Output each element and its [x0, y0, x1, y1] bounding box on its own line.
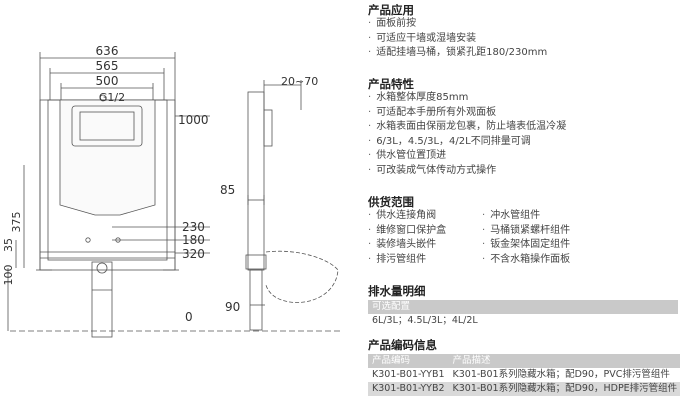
- features-title: 产品特性: [368, 77, 414, 91]
- dim-g12: G1/2: [99, 91, 125, 104]
- flush-title: 排水量明细: [368, 284, 426, 298]
- list-item: 可改装成气体传动方式操作: [368, 164, 566, 179]
- codes-table: 产品编码 产品描述 K301-B01-YYB1 K301-B01系列隐藏水箱；配…: [368, 354, 680, 396]
- list-item: 排污管组件: [368, 253, 446, 268]
- dim-500: 500: [96, 74, 119, 88]
- list-item: 面板前按: [368, 17, 547, 32]
- list-item: 不含水箱操作面板: [482, 253, 570, 268]
- dim-35: 35: [2, 238, 15, 252]
- table-row: K301-B01-YYB2 K301-B01系列隐藏水箱；配D90，HDPE排污…: [368, 382, 680, 396]
- dim-375: 375: [10, 212, 23, 233]
- table-header: 产品编码: [368, 354, 449, 368]
- table-cell: K301-B01-YYB2: [368, 382, 449, 396]
- dim-100: 100: [2, 265, 15, 286]
- table-header: 产品描述: [448, 354, 680, 368]
- list-item: 钣金架体固定组件: [482, 238, 570, 253]
- application-title: 产品应用: [368, 3, 414, 17]
- list-item: 水箱表面由保丽龙包裹，防止墙表低温冷凝: [368, 120, 566, 135]
- list-item: 维修窗口保护盒: [368, 224, 446, 239]
- dim-230: 230: [182, 220, 205, 234]
- dim-20-70: 20~70: [281, 75, 318, 88]
- supply-list-right: 冲水管组件 马桶锁紧螺杆组件 钣金架体固定组件 不含水箱操作面板: [482, 209, 570, 267]
- list-item: 装修墙头嵌件: [368, 238, 446, 253]
- table-cell: K301-B01系列隐藏水箱；配D90，HDPE排污管组件: [448, 382, 680, 396]
- list-item: 6/3L，4.5/3L，4/2L不同排量可调: [368, 135, 566, 150]
- features-list: 水箱整体厚度85mm 可适配本手册所有外观面板 水箱表面由保丽龙包裹，防止墙表低…: [368, 91, 566, 178]
- application-list: 面板前按 可适应干墙或湿墙安装 适配挂墙马桶，锁紧孔距180/230mm: [368, 17, 547, 61]
- table-cell: K301-B01系列隐藏水箱；配D90，PVC排污管组件: [448, 368, 680, 382]
- list-item: 供水管位置顶进: [368, 149, 566, 164]
- list-item: 供水连接角阀: [368, 209, 446, 224]
- table-row: K301-B01-YYB1 K301-B01系列隐藏水箱；配D90，PVC排污管…: [368, 368, 680, 382]
- dim-180: 180: [182, 233, 205, 247]
- dim-0: 0: [185, 310, 193, 324]
- table-cell: 6L/3L；4.5L/3L；4L/2L: [368, 314, 678, 328]
- supply-list-left: 供水连接角阀 维修窗口保护盒 装修墙头嵌件 排污管组件: [368, 209, 446, 267]
- list-item: 适配挂墙马桶，锁紧孔距180/230mm: [368, 46, 547, 61]
- supply-title: 供货范围: [368, 195, 414, 209]
- table-cell: K301-B01-YYB1: [368, 368, 449, 382]
- list-item: 可适配本手册所有外观面板: [368, 106, 566, 121]
- dim-85: 85: [220, 183, 235, 197]
- technical-drawing: 636 565 500 G1/2 1000 375 35 100 230 180…: [2, 44, 340, 338]
- dim-90: 90: [225, 300, 240, 314]
- table-header: 可选配置: [368, 300, 678, 314]
- list-item: 冲水管组件: [482, 209, 570, 224]
- dim-636: 636: [96, 44, 119, 58]
- codes-title: 产品编码信息: [368, 338, 437, 352]
- dim-565: 565: [96, 59, 119, 73]
- list-item: 可适应干墙或湿墙安装: [368, 32, 547, 47]
- dim-1000: 1000: [178, 113, 209, 127]
- flush-table: 可选配置 6L/3L；4.5L/3L；4L/2L: [368, 300, 678, 328]
- list-item: 马桶锁紧螺杆组件: [482, 224, 570, 239]
- list-item: 水箱整体厚度85mm: [368, 91, 566, 106]
- dim-320: 320: [182, 247, 205, 261]
